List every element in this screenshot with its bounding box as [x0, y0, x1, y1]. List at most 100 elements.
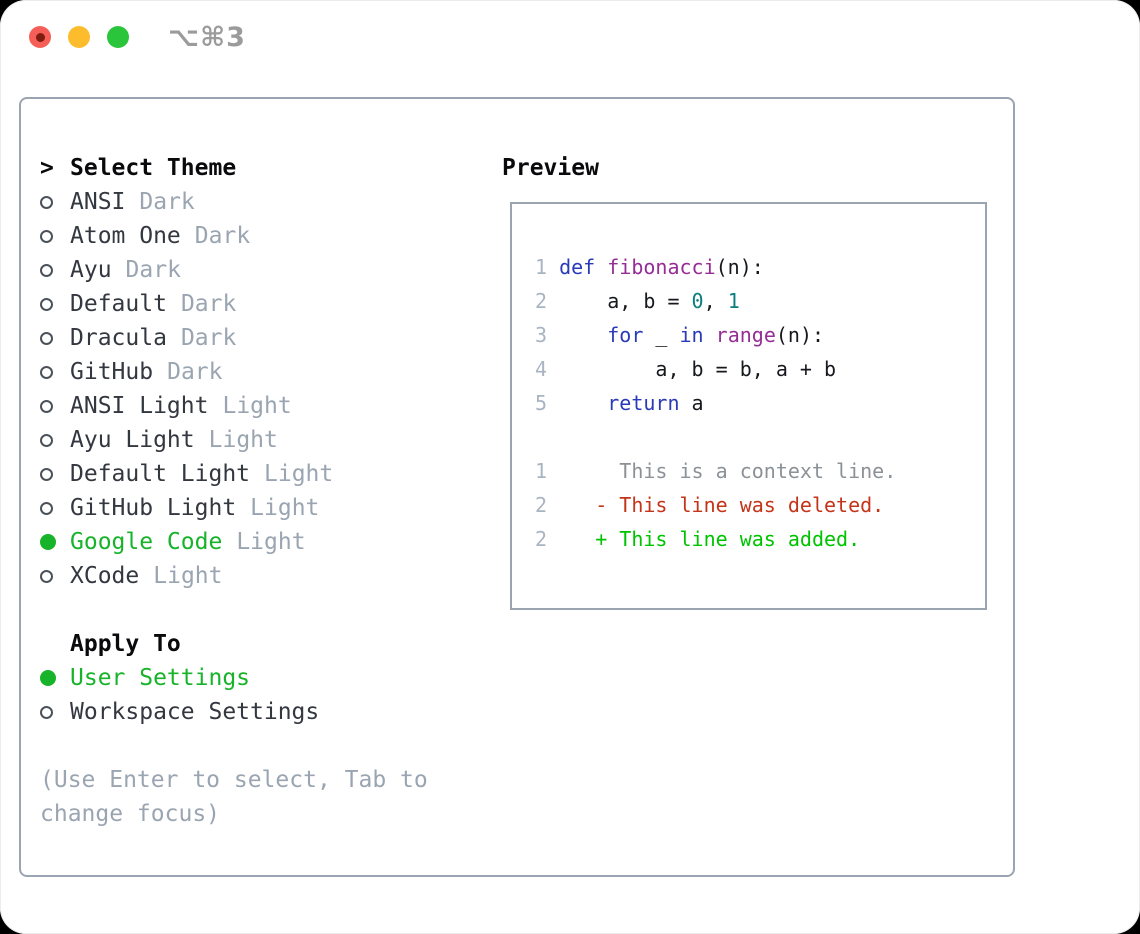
theme-variant: Light: [250, 495, 320, 521]
select-theme-title: Select Theme: [70, 155, 237, 181]
theme-variant: Light: [153, 563, 223, 589]
theme-variant: Light: [222, 393, 292, 419]
option-label: Google Code: [70, 529, 223, 555]
radio-slot: [40, 399, 70, 413]
radio-slot: [40, 297, 70, 311]
code-token: def: [559, 255, 596, 279]
radio-icon: [40, 501, 53, 515]
spacer: [40, 593, 495, 627]
radio-icon: [40, 569, 53, 583]
theme-variant: Dark: [194, 223, 251, 249]
code-token: [547, 323, 607, 347]
close-button[interactable]: [29, 26, 51, 48]
code-line: [535, 420, 896, 454]
code-token: (n):: [775, 323, 825, 347]
zoom-button[interactable]: [107, 26, 129, 48]
code-token: _: [643, 323, 680, 347]
line-number: 2: [535, 289, 548, 313]
list-item[interactable]: Workspace Settings: [40, 695, 495, 729]
radio-slot: [40, 331, 70, 345]
code-token: 1: [727, 289, 740, 313]
radio-slot: [40, 195, 70, 209]
radio-icon: [40, 705, 53, 719]
window-title: ⌥⌘3: [168, 22, 246, 53]
option-label: Ayu: [70, 257, 112, 283]
hint-text: (Use Enter to select, Tab to change focu…: [40, 767, 428, 827]
radio-icon: [40, 399, 53, 413]
code-token: range: [715, 323, 776, 347]
radio-icon: [40, 365, 53, 379]
code-token: return: [607, 391, 680, 415]
theme-variant: Dark: [180, 325, 237, 351]
option-label: GitHub Light: [70, 495, 237, 521]
code-token: [595, 255, 607, 279]
code-token: a, b =: [547, 289, 692, 313]
list-item[interactable]: GitHub Light Light: [40, 491, 495, 525]
line-number: 1: [535, 255, 548, 279]
radio-icon: [40, 331, 53, 345]
code-token: for: [607, 323, 644, 347]
radio-slot: [40, 467, 70, 481]
radio-slot: [40, 229, 70, 243]
code-token: [547, 255, 559, 279]
code-token: [704, 323, 716, 347]
code-line: 5 return a: [535, 386, 896, 420]
select-theme-header: > Select Theme: [40, 151, 495, 185]
theme-variant: Light: [264, 461, 334, 487]
list-item[interactable]: Google Code Light: [40, 525, 495, 559]
line-number: 3: [535, 323, 548, 347]
list-item[interactable]: User Settings: [40, 661, 495, 695]
code-token: a, b = b, a + b: [547, 357, 837, 381]
code-token: ,: [703, 289, 728, 313]
list-item[interactable]: Ayu Dark: [40, 253, 495, 287]
list-item[interactable]: Atom One Dark: [40, 219, 495, 253]
code-line: 4 a, b = b, a + b: [535, 352, 896, 386]
radio-slot: [40, 705, 70, 719]
radio-slot: [40, 569, 70, 583]
radio-slot: [40, 433, 70, 447]
code-token: a: [679, 391, 704, 415]
list-item[interactable]: GitHub Dark: [40, 355, 495, 389]
radio-icon: [40, 297, 53, 311]
list-item[interactable]: Dracula Dark: [40, 321, 495, 355]
radio-slot: [40, 534, 70, 550]
line-number: 5: [535, 391, 548, 415]
radio-selected-icon: [40, 534, 56, 550]
code-token: (n):: [715, 255, 764, 279]
theme-variant: Light: [236, 529, 306, 555]
radio-slot: [40, 365, 70, 379]
preview-title: Preview: [502, 155, 599, 181]
radio-icon: [40, 467, 53, 481]
code-token: in: [679, 323, 704, 347]
theme-variant: Dark: [125, 257, 181, 283]
code-token: fibonacci: [607, 255, 716, 279]
option-label: Atom One: [70, 223, 181, 249]
line-number: 2: [535, 493, 548, 517]
option-label: ANSI: [70, 189, 126, 215]
theme-variant: Dark: [167, 359, 223, 385]
radio-slot: [40, 263, 70, 277]
radio-icon: [40, 229, 53, 243]
radio-slot: [40, 501, 70, 515]
line-number: 1: [535, 459, 548, 483]
code-token: - This line was deleted.: [595, 493, 885, 517]
apply-to-header: Apply To: [40, 627, 495, 661]
theme-variant: Dark: [180, 291, 237, 317]
spacer: [40, 729, 495, 763]
minimize-button[interactable]: [68, 26, 90, 48]
option-label: User Settings: [70, 665, 251, 691]
option-label: Dracula: [70, 325, 167, 351]
option-label: GitHub: [70, 359, 154, 385]
radio-icon: [40, 433, 53, 447]
